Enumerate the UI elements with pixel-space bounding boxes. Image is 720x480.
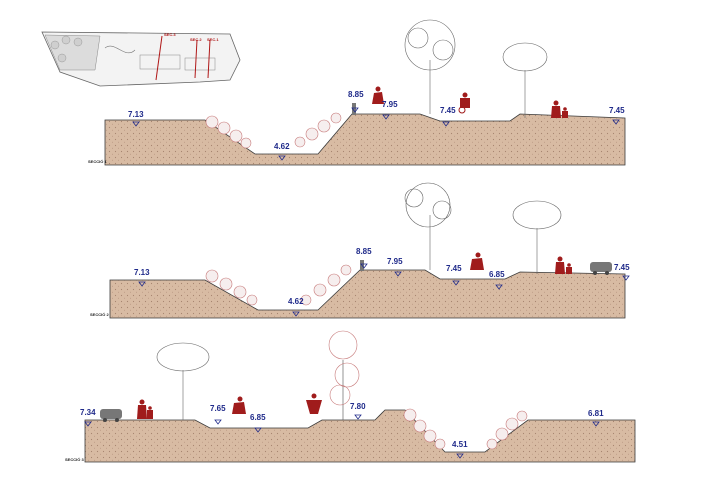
section-3-pine xyxy=(156,342,210,420)
section-1-elev-2: 8.85 xyxy=(348,90,364,99)
section-3-elev-5: 6.81 xyxy=(588,409,604,418)
section-1-pine xyxy=(502,42,548,118)
section-1-elev-1: 4.62 xyxy=(274,142,290,151)
section-2-elev-5: 6.85 xyxy=(489,270,505,279)
section-3-elev-1: 7.65 xyxy=(210,404,226,413)
key-plan: SEC.3 SEC.2 SEC.1 xyxy=(41,31,241,87)
section-2-elev-3: 7.95 xyxy=(387,257,403,266)
key-plan-greenery xyxy=(44,34,101,71)
section-2: SECCIÓ 2 7.13 4.62 8.85 7.95 7.45 6.85 7… xyxy=(90,182,630,319)
section-2-soil xyxy=(109,269,626,319)
section-3-elev-0: 7.34 xyxy=(80,408,96,417)
section-3-soil xyxy=(84,409,636,463)
section-1-elev-5: 7.45 xyxy=(609,106,625,115)
section-1-shrubs xyxy=(205,112,342,149)
section-1-label: SECCIÓ 1 xyxy=(88,159,107,164)
section-1-elev-0: 7.13 xyxy=(128,110,144,119)
section-3-shrubs xyxy=(403,408,528,450)
section-1-tree xyxy=(404,19,456,114)
section-3: SECCIÓ 3 7.34 7.65 6.85 7.80 4.51 6.81 xyxy=(65,330,636,463)
section-2-elev-6: 7.45 xyxy=(614,263,630,272)
key-line-sec3 xyxy=(155,35,163,81)
section-1-figures xyxy=(372,86,568,118)
key-label-sec3: SEC.3 xyxy=(164,32,176,37)
section-3-car-icon xyxy=(100,409,122,422)
section-1-elev-4: 7.45 xyxy=(440,106,456,115)
section-2-shrubs xyxy=(205,264,352,306)
section-2-figures xyxy=(470,252,572,274)
key-line-sec1 xyxy=(207,39,211,79)
section-3-elev-4: 4.51 xyxy=(452,440,468,449)
key-line-sec2 xyxy=(194,39,198,79)
section-2-elev-4: 7.45 xyxy=(446,264,462,273)
section-2-pine xyxy=(512,200,562,274)
section-2-label: SECCIÓ 2 xyxy=(90,312,109,317)
key-label-sec1: SEC.1 xyxy=(207,37,219,42)
section-2-elev-1: 4.62 xyxy=(288,297,304,306)
section-1-wall xyxy=(352,103,356,115)
section-3-figures xyxy=(137,393,322,419)
section-2-tree xyxy=(404,182,452,270)
section-1-elev-3: 7.95 xyxy=(382,100,398,109)
section-2-elev-0: 7.13 xyxy=(134,268,150,277)
section-2-elev-2: 8.85 xyxy=(356,247,372,256)
section-1-soil xyxy=(104,113,626,166)
section-2-car-icon xyxy=(590,262,612,275)
section-3-elev-3: 7.80 xyxy=(350,402,366,411)
section-3-label: SECCIÓ 3 xyxy=(65,457,84,462)
section-3-tree-flowering xyxy=(328,330,360,420)
key-label-sec2: SEC.2 xyxy=(190,37,202,42)
section-1: SECCIÓ 1 7.13 4.62 8.85 7.95 7.45 7.45 xyxy=(88,19,626,166)
section-3-elev-2: 6.85 xyxy=(250,413,266,422)
